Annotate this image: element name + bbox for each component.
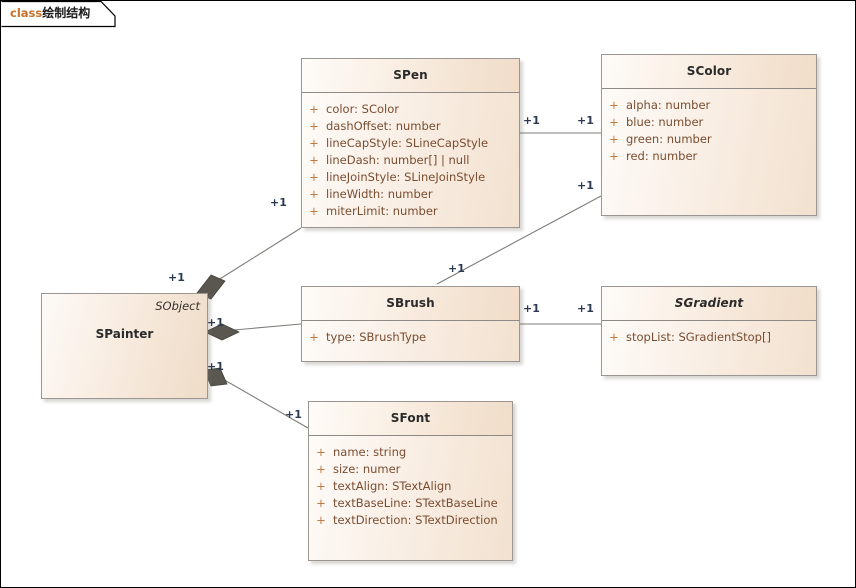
- visibility-marker: +: [316, 444, 326, 459]
- multiplicity-spen-scolor-dst: +1: [577, 114, 594, 127]
- frame-tab-name: 绘制结构: [42, 6, 91, 20]
- attribute-row: + dashOffset: number: [302, 117, 519, 134]
- attribute-signature: green: number: [626, 131, 712, 146]
- attribute-row: + stopList: SGradientStop[]: [602, 328, 816, 345]
- visibility-marker: +: [609, 131, 619, 146]
- attribute-signature: lineDash: number[] | null: [326, 152, 470, 167]
- class-header-sfont: SFont: [309, 402, 512, 436]
- attribute-signature: blue: number: [626, 114, 704, 129]
- class-header-spen: SPen: [302, 59, 519, 93]
- class-box-spen[interactable]: SPen + color: SColor + dashOffset: numbe…: [301, 58, 520, 228]
- attribute-signature: color: SColor: [326, 101, 399, 116]
- attribute-signature: stopList: SGradientStop[]: [626, 329, 771, 344]
- visibility-marker: +: [309, 329, 319, 344]
- visibility-marker: +: [309, 203, 319, 218]
- class-name-scolor: SColor: [686, 64, 732, 78]
- class-attributes-sfont: + name: string + size: numer + textAlign…: [309, 436, 512, 560]
- attribute-row: + red: number: [602, 147, 816, 164]
- class-attributes-scolor: + alpha: number + blue: number + green: …: [602, 89, 816, 215]
- attribute-row: + lineDash: number[] | null: [302, 151, 519, 168]
- attribute-row: + lineJoinStyle: SLineJoinStyle: [302, 168, 519, 185]
- attribute-signature: alpha: number: [626, 97, 711, 112]
- attribute-signature: textBaseLine: STextBaseLine: [333, 495, 498, 510]
- attribute-signature: name: string: [333, 444, 407, 459]
- class-box-scolor[interactable]: SColor + alpha: number + blue: number + …: [601, 54, 817, 216]
- attribute-signature: lineWidth: number: [326, 186, 433, 201]
- visibility-marker: +: [609, 114, 619, 129]
- frame-tab-label: class绘制结构: [10, 5, 90, 21]
- multiplicity-sbrush-sgradient-dst: +1: [577, 302, 594, 315]
- attribute-row: + textBaseLine: STextBaseLine: [309, 494, 512, 511]
- visibility-marker: +: [316, 495, 326, 510]
- attribute-signature: miterLimit: number: [326, 203, 438, 218]
- class-attributes-sgradient: + stopList: SGradientStop[]: [602, 321, 816, 375]
- multiplicity-scolor-sbrush: +1: [577, 179, 594, 192]
- attribute-row: + textDirection: STextDirection: [309, 511, 512, 528]
- visibility-marker: +: [316, 512, 326, 527]
- class-name-spainter: SPainter: [95, 327, 154, 341]
- class-name-sfont: SFont: [390, 411, 431, 425]
- class-name-spen: SPen: [393, 68, 428, 82]
- attribute-row: + green: number: [602, 130, 816, 147]
- class-header-sbrush: SBrush: [302, 287, 519, 321]
- attribute-signature: type: SBrushType: [326, 329, 427, 344]
- attribute-signature: lineJoinStyle: SLineJoinStyle: [326, 169, 486, 184]
- class-header-sgradient: SGradient: [602, 287, 816, 321]
- visibility-marker: +: [309, 169, 319, 184]
- class-header-scolor: SColor: [602, 55, 816, 89]
- multiplicity-spainter-sbrush: +1: [207, 316, 224, 329]
- visibility-marker: +: [309, 101, 319, 116]
- attribute-row: + name: string: [309, 443, 512, 460]
- attribute-row: + lineCapStyle: SLineCapStyle: [302, 134, 519, 151]
- link-spainter-spen: [214, 227, 302, 283]
- attribute-signature: lineCapStyle: SLineCapStyle: [326, 135, 489, 150]
- attribute-signature: dashOffset: number: [326, 118, 441, 133]
- attribute-row: + lineWidth: number: [302, 185, 519, 202]
- class-name-sgradient: SGradient: [674, 296, 744, 310]
- frame-tab-keyword: class: [10, 6, 43, 20]
- class-attributes-spen: + color: SColor + dashOffset: number + l…: [302, 93, 519, 227]
- multiplicity-spainter-sfont: +1: [207, 360, 224, 373]
- class-name-sbrush: SBrush: [386, 296, 435, 310]
- class-box-spainter[interactable]: SObject SPainter: [41, 293, 208, 399]
- class-stereotype-spainter: SObject: [155, 299, 200, 313]
- visibility-marker: +: [309, 186, 319, 201]
- attribute-row: + type: SBrushType: [302, 328, 519, 345]
- attribute-signature: size: numer: [333, 461, 401, 476]
- class-box-sbrush[interactable]: SBrush + type: SBrushType: [301, 286, 520, 362]
- link-spainter-sbrush: [222, 323, 302, 332]
- class-box-sfont[interactable]: SFont + name: string + size: numer + tex…: [308, 401, 513, 561]
- multiplicity-spainter-spen: +1: [168, 271, 185, 284]
- visibility-marker: +: [316, 478, 326, 493]
- attribute-row: + miterLimit: number: [302, 202, 519, 219]
- visibility-marker: +: [609, 148, 619, 163]
- multiplicity-sbrush-sgradient-src: +1: [523, 302, 540, 315]
- multiplicity-sfont-end: +1: [285, 408, 302, 421]
- visibility-marker: +: [316, 461, 326, 476]
- multiplicity-spen-scolor-src: +1: [523, 114, 540, 127]
- attribute-signature: textDirection: STextDirection: [333, 512, 498, 527]
- class-box-sgradient[interactable]: SGradient + stopList: SGradientStop[]: [601, 286, 817, 376]
- attribute-row: + textAlign: STextAlign: [309, 477, 512, 494]
- visibility-marker: +: [309, 135, 319, 150]
- visibility-marker: +: [609, 97, 619, 112]
- attribute-signature: textAlign: STextAlign: [333, 478, 452, 493]
- visibility-marker: +: [609, 329, 619, 344]
- class-attributes-sbrush: + type: SBrushType: [302, 321, 519, 361]
- attribute-row: + color: SColor: [302, 100, 519, 117]
- visibility-marker: +: [309, 118, 319, 133]
- visibility-marker: +: [309, 152, 319, 167]
- multiplicity-spen-end: +1: [270, 196, 287, 209]
- attribute-row: + size: numer: [309, 460, 512, 477]
- multiplicity-sbrush-scolor: +1: [448, 262, 465, 275]
- attribute-signature: red: number: [626, 148, 698, 163]
- attribute-row: + blue: number: [602, 113, 816, 130]
- attribute-row: + alpha: number: [602, 96, 816, 113]
